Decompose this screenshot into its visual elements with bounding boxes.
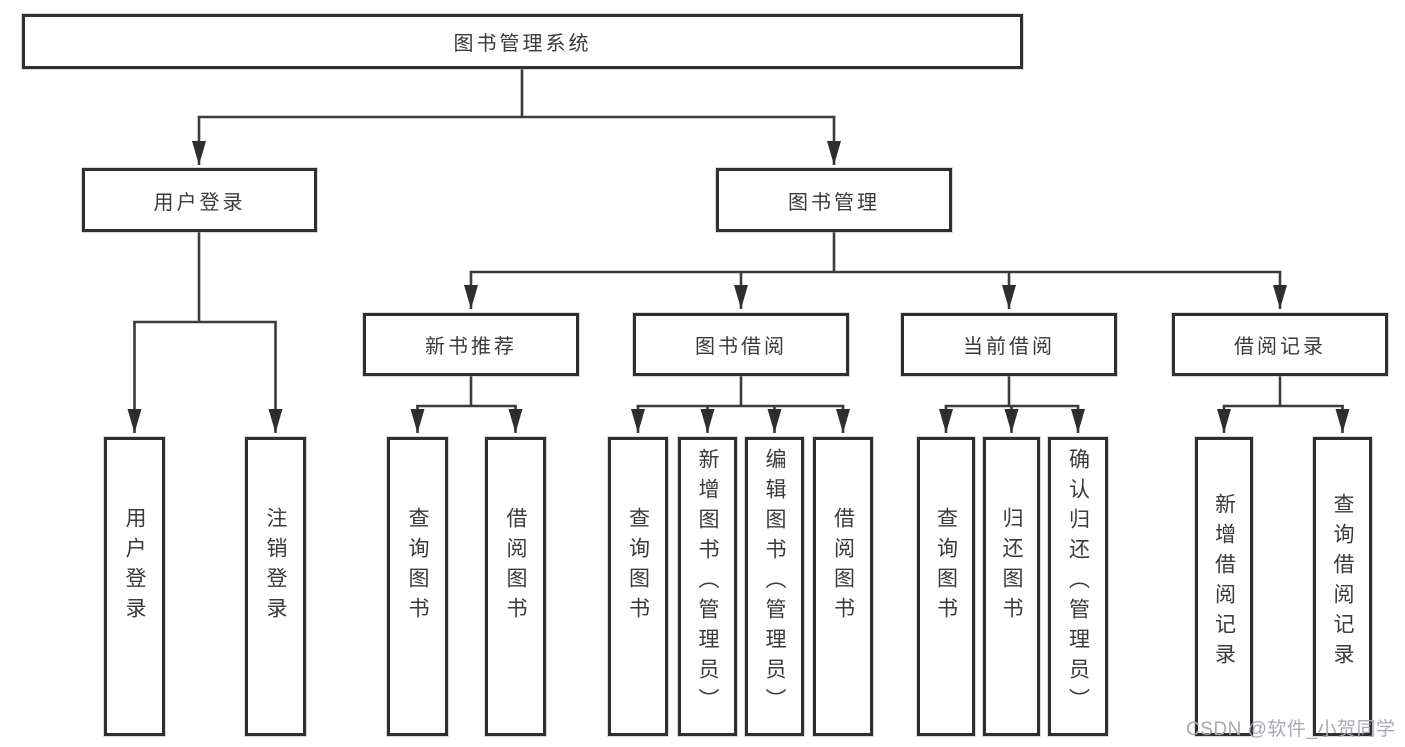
connector-borrow-records-children [1217, 376, 1350, 433]
node-user-login-label: 用户登录 [153, 191, 246, 214]
leaf-nbr-borrow-books: 借阅图书 [485, 437, 546, 736]
connector-book-borrow-children [631, 376, 850, 433]
leaf-bb-borrow-books: 借阅图书 [813, 437, 873, 736]
connector-root-to-level1 [192, 69, 841, 165]
leaf-cb-query-books-label: 查询图书 [934, 506, 958, 627]
leaf-cb-return-books-label: 归还图书 [1000, 506, 1023, 627]
node-book-borrow-label: 图书借阅 [695, 336, 787, 358]
node-new-book-recommend-label: 新书推荐 [425, 336, 517, 358]
leaf-bb-query-books: 查询图书 [608, 437, 668, 736]
node-borrow-records: 借阅记录 [1172, 313, 1388, 376]
node-new-book-recommend: 新书推荐 [363, 313, 579, 376]
leaf-bb-edit-books-admin-label: 编辑图书（管理员） [763, 447, 786, 718]
leaf-user-login-label: 用户登录 [123, 506, 146, 627]
leaf-br-add-record: 新增借阅记录 [1195, 437, 1253, 736]
csdn-watermark: CSDN @软件_小贺同学 [1186, 719, 1396, 740]
leaf-cb-confirm-return-admin: 确认归还（管理员） [1048, 437, 1108, 736]
leaf-cb-confirm-return-admin-label: 确认归还（管理员） [1066, 447, 1090, 718]
leaf-bb-borrow-books-label: 借阅图书 [831, 506, 855, 627]
leaf-bb-add-books-admin-label: 新增图书（管理员） [696, 447, 719, 718]
node-root-label: 图书管理系统 [453, 33, 592, 55]
node-borrow-records-label: 借阅记录 [1234, 336, 1326, 358]
leaf-bb-add-books-admin: 新增图书（管理员） [678, 437, 737, 736]
leaf-br-query-record: 查询借阅记录 [1313, 437, 1372, 736]
leaf-cb-query-books: 查询图书 [917, 437, 975, 736]
node-book-borrow: 图书借阅 [633, 313, 849, 376]
connector-new-book-rec-children [410, 376, 523, 433]
node-book-management-label: 图书管理 [788, 191, 880, 214]
leaf-user-login: 用户登录 [104, 437, 165, 736]
leaf-nbr-query-books: 查询图书 [387, 437, 448, 736]
node-current-borrow: 当前借阅 [901, 313, 1117, 376]
leaf-br-add-record-label: 新增借阅记录 [1212, 492, 1236, 673]
leaf-nbr-query-books-label: 查询图书 [406, 506, 429, 627]
leaf-bb-query-books-label: 查询图书 [626, 506, 650, 627]
connector-user-login-children [127, 232, 283, 433]
leaf-cb-return-books: 归还图书 [983, 437, 1040, 736]
connector-current-borrow-children [939, 376, 1085, 433]
leaf-nbr-borrow-books-label: 借阅图书 [504, 506, 527, 627]
leaf-br-query-record-label: 查询借阅记录 [1331, 492, 1354, 673]
leaf-logout: 注销登录 [245, 437, 306, 736]
node-root-system: 图书管理系统 [22, 14, 1023, 69]
leaf-logout-label: 注销登录 [264, 506, 287, 627]
node-user-login: 用户登录 [82, 168, 317, 232]
connector-book-mgmt-children [464, 232, 1287, 309]
node-book-management: 图书管理 [716, 168, 952, 232]
leaf-bb-edit-books-admin: 编辑图书（管理员） [745, 437, 804, 736]
node-current-borrow-label: 当前借阅 [963, 336, 1055, 358]
